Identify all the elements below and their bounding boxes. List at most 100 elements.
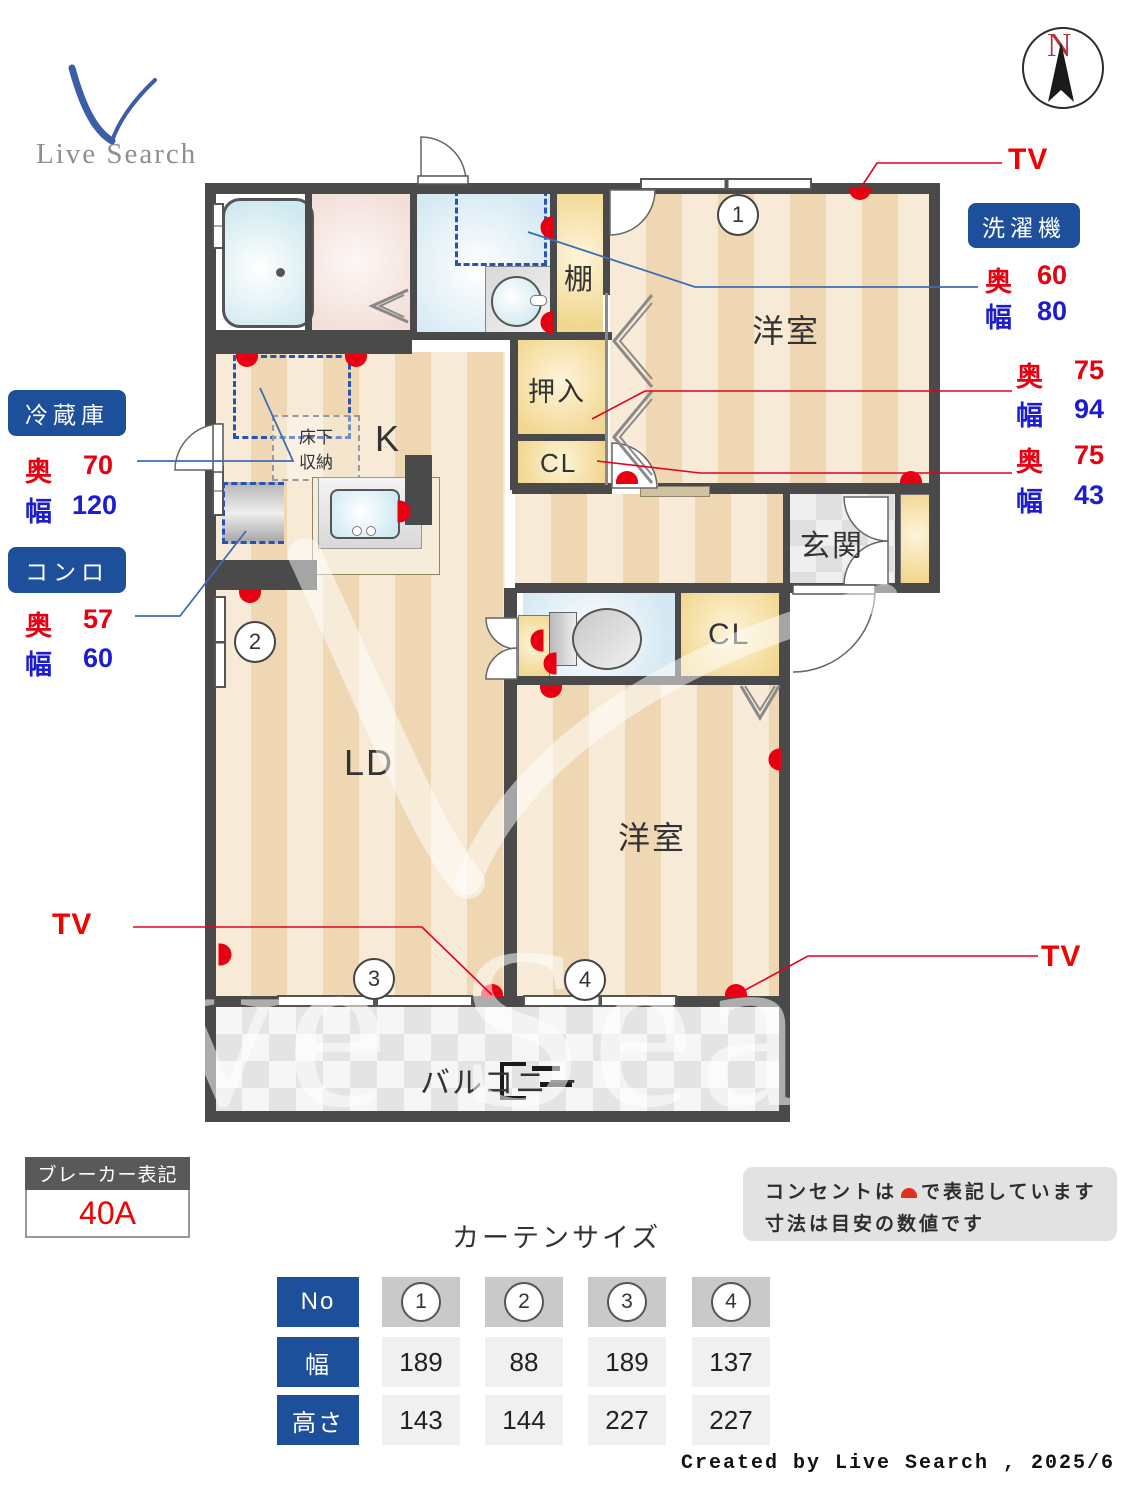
width-label: 幅	[1016, 487, 1043, 517]
depth-label: 奥	[25, 611, 52, 641]
bathtub-drain-icon	[276, 268, 285, 277]
washbasin-faucet-icon	[530, 295, 547, 306]
fridge-depth-row: 奥 70	[25, 450, 113, 489]
fridge-width-row: 幅 120	[25, 490, 117, 529]
window-number-4: 4	[564, 959, 606, 1001]
width-label: 幅	[985, 303, 1012, 333]
balcony-partition-icon	[532, 1066, 560, 1071]
logo-text: Live Search	[36, 138, 198, 170]
entry-step	[640, 486, 710, 497]
outlet-symbol-icon	[901, 1188, 918, 1198]
curtain-height-cell: 144	[485, 1395, 563, 1445]
wall	[410, 183, 417, 333]
width-value: 80	[1036, 296, 1067, 326]
shelf-closet-floor	[557, 193, 603, 332]
curtain-width-cell: 189	[588, 1337, 666, 1387]
washer-width-row: 幅 80	[985, 296, 1067, 335]
annotation-lines	[133, 162, 1038, 996]
bedroom1-floor	[610, 193, 930, 484]
window-2	[214, 596, 226, 688]
cl1-label: CL	[540, 448, 578, 478]
depth-label: 奥	[985, 267, 1012, 297]
tv-label-bottom-right: TV	[1041, 940, 1082, 973]
wall	[504, 675, 517, 1005]
watermark: ve Sea	[0, 0, 1125, 1300]
oshiire-floor	[518, 338, 605, 434]
width-value: 120	[71, 490, 117, 520]
depth-value: 75	[1073, 355, 1104, 385]
wall	[779, 1005, 790, 1122]
washer-depth-row: 奥 60	[985, 260, 1067, 299]
outlet-dot	[725, 984, 747, 997]
curtain-width-cell: 88	[485, 1337, 563, 1387]
tv-label-bottom-left: TV	[52, 908, 93, 941]
underfloor-storage-label-line1: 床下	[299, 428, 333, 447]
underfloor-storage-label-line2: 収納	[299, 453, 333, 472]
curtain-width-cell: 189	[382, 1337, 460, 1387]
curtain-no-cell: 4	[692, 1277, 770, 1327]
oshiire-label: 押入	[528, 377, 586, 407]
kitchen-label: K	[375, 418, 402, 459]
wall	[205, 183, 216, 1122]
curtain-width-cell: 137	[692, 1337, 770, 1387]
wall	[779, 592, 790, 1005]
width-label: 幅	[25, 650, 52, 680]
outlet-dot	[616, 471, 638, 484]
width-value: 43	[1073, 480, 1104, 510]
oshiire-depth-row: 奥 75	[1016, 355, 1104, 394]
width-label: 幅	[25, 497, 52, 527]
wall-thin	[605, 293, 608, 485]
balcony-label: バルコニー	[420, 1067, 580, 1100]
dressing-room-floor	[312, 193, 410, 330]
wall	[510, 332, 518, 490]
fridge-space-dashed-box	[233, 355, 351, 439]
curtain-header-width: 幅	[277, 1337, 359, 1387]
bathtub-icon	[222, 198, 314, 328]
curtain-height-cell: 227	[692, 1395, 770, 1445]
stove-badge: コンロ	[8, 547, 126, 593]
wall	[783, 490, 790, 590]
wall	[550, 183, 557, 336]
wall	[205, 996, 790, 1007]
wall	[205, 330, 412, 354]
tv-label-top-right: TV	[1008, 143, 1049, 176]
washer-badge: 洗濯機	[968, 203, 1080, 248]
balcony-partition-icon	[500, 1062, 526, 1100]
wall	[504, 588, 517, 618]
curtain-height-cell: 227	[588, 1395, 666, 1445]
balcony-floor	[215, 1007, 780, 1112]
oshiire-width-row: 幅 94	[1016, 394, 1104, 433]
wall	[675, 593, 681, 678]
curtain-no-cell: 2	[485, 1277, 563, 1327]
shelf-label: 棚	[564, 264, 596, 296]
hallway-floor	[515, 494, 783, 583]
curtain-no-cell: 1	[382, 1277, 460, 1327]
stove-depth-row: 奥 57	[25, 604, 113, 643]
note-line1: コンセントはで表記しています	[765, 1182, 1097, 1203]
cl1-floor	[518, 441, 605, 487]
stove-width-row: 幅 60	[25, 643, 113, 682]
depth-label: 奥	[1016, 447, 1043, 477]
curtain-height-cell: 143	[382, 1395, 460, 1445]
bedroom1-label: 洋室	[752, 313, 821, 349]
window-number-2: 2	[234, 621, 276, 663]
closet-width-row: 幅 43	[1016, 480, 1104, 519]
closet-depth-row: 奥 75	[1016, 440, 1104, 479]
outlet-dot	[481, 984, 503, 997]
wall	[205, 183, 940, 194]
kitchen-sink-icon	[330, 489, 400, 539]
note-box: コンセントはで表記しています 寸法は目安の数値です	[743, 1167, 1117, 1241]
bedroom2-floor	[517, 684, 780, 997]
window-4	[523, 995, 677, 1007]
width-label: 幅	[1016, 401, 1043, 431]
wall	[512, 483, 940, 494]
balcony-partition-icon	[540, 1082, 572, 1087]
footer-credit: Created by Live Search , 2025/6	[680, 1452, 1115, 1475]
svg-text:ve Sea: ve Sea	[165, 900, 808, 1155]
depth-label: 奥	[25, 457, 52, 487]
toilet-bowl-icon	[572, 608, 642, 670]
depth-label: 奥	[1016, 362, 1043, 392]
window-number-3: 3	[353, 958, 395, 1000]
depth-value: 60	[1036, 260, 1067, 290]
outlet-dot	[900, 471, 922, 484]
